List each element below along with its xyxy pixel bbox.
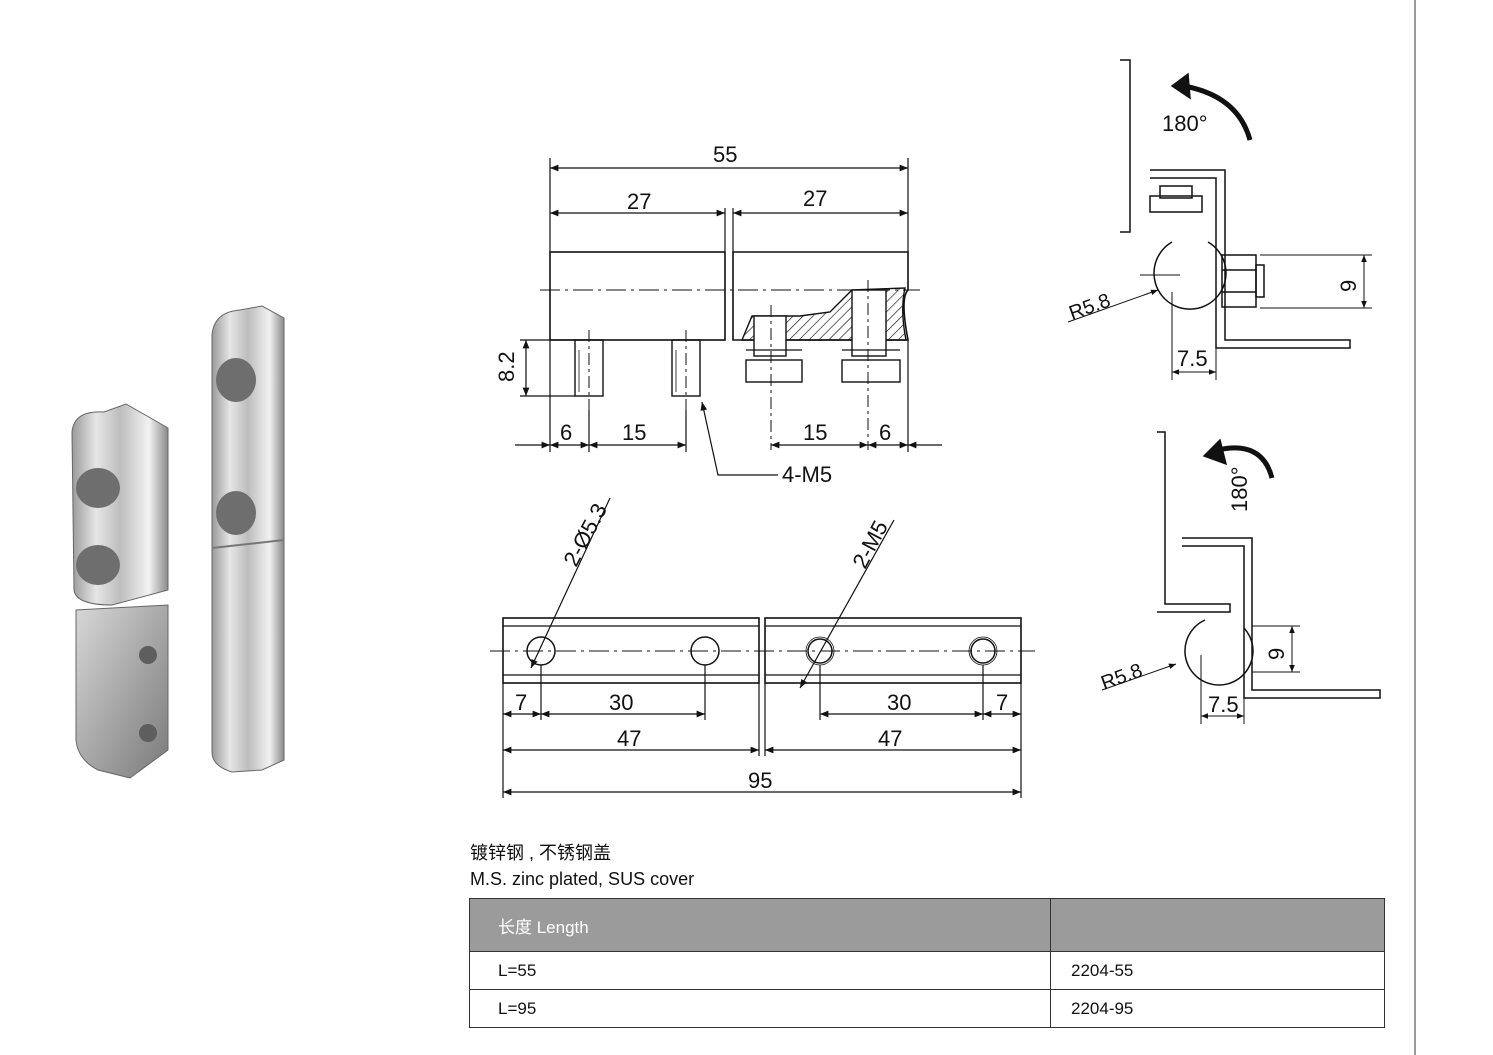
dim-overall-55: 55 (713, 142, 737, 167)
page-edge-rule (1414, 0, 1416, 1055)
dim-plan-half-right: 47 (878, 726, 902, 751)
left-knuckle-hole-top (76, 468, 120, 508)
radius-top: R5.8 (1066, 290, 1113, 325)
rotation-top: 180° (1162, 111, 1208, 136)
table-row: L=55 2204-55 (469, 951, 1385, 990)
cell-length: L=95 (469, 989, 1051, 1028)
section-top-labels: 180° R5.8 7.5 9 (1066, 111, 1361, 371)
dim-half-left: 27 (627, 189, 651, 214)
dim-pin-height: 8.2 (494, 351, 519, 382)
table-header: 长度 Length (469, 898, 1385, 952)
cell-length: L=55 (469, 951, 1051, 990)
table-row: L=95 2204-95 (469, 989, 1385, 1028)
offset-v-bottom: 9 (1264, 648, 1289, 660)
offset-v-top: 9 (1336, 280, 1361, 292)
plan-view-labels: 2-Ø5.3 2-M5 7 30 30 7 47 47 95 (515, 499, 1008, 793)
dim-edge-left: 6 (560, 420, 572, 445)
front-view-labels: 55 27 27 8.2 6 15 15 6 4-M5 (494, 142, 891, 487)
hole-callout: 2-Ø5.3 (558, 499, 612, 570)
dim-plan-edge-left: 7 (515, 690, 527, 715)
section-top (1067, 59, 1372, 380)
left-lower-block (75, 604, 169, 779)
dim-plan-pitch-left: 30 (609, 690, 633, 715)
rotation-bottom: 180° (1227, 466, 1252, 512)
offset-h-top: 7.5 (1177, 346, 1208, 371)
right-leaf-hole-bottom (216, 491, 256, 535)
dim-plan-edge-right: 7 (996, 690, 1008, 715)
dim-plan-half-left: 47 (617, 726, 641, 751)
front-view (515, 158, 942, 476)
cell-part-no: 2204-55 (1050, 951, 1385, 990)
header-length: 长度 Length (469, 898, 1051, 952)
thread-callout-4m5: 4-M5 (782, 462, 832, 487)
material-chinese: 镀锌钢 , 不锈钢盖 (470, 843, 612, 863)
radius-bottom: R5.8 (1098, 660, 1145, 695)
dim-plan-pitch-right: 30 (887, 690, 911, 715)
left-thread-hole-bottom (139, 724, 157, 742)
cell-part-no: 2204-95 (1050, 989, 1385, 1028)
dim-half-right: 27 (803, 186, 827, 211)
header-part-no (1050, 898, 1385, 952)
dim-pitch-left: 15 (622, 420, 646, 445)
offset-h-bottom: 7.5 (1208, 692, 1239, 717)
material-english: M.S. zinc plated, SUS cover (470, 869, 695, 889)
dim-pitch-right: 15 (803, 420, 827, 445)
thread-callout-2m5: 2-M5 (847, 516, 893, 572)
left-thread-hole-top (139, 646, 157, 664)
right-leaf-hole-top (216, 358, 256, 402)
left-knuckle-hole-bottom (76, 545, 120, 585)
section-bottom (1101, 431, 1381, 724)
hinge-render (71, 305, 285, 779)
right-leaf (211, 305, 285, 773)
dim-edge-right: 6 (879, 420, 891, 445)
spec-table: 长度 Length L=55 2204-55 L=95 2204-95 (469, 898, 1385, 1028)
plan-view (490, 497, 1035, 798)
section-bottom-labels: 180° R5.8 7.5 9 (1098, 466, 1289, 717)
dim-plan-overall: 95 (748, 768, 772, 793)
